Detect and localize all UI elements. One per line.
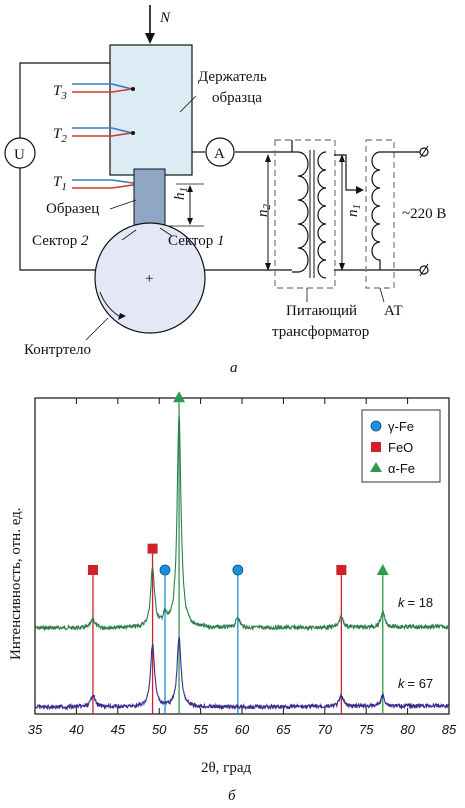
series-label-k67: k= 67 — [398, 676, 433, 691]
secondary-winding — [292, 151, 309, 273]
holder-label-1: Держатель — [198, 69, 267, 85]
holder-label-2: образца — [212, 90, 262, 106]
supply-voltage-label: ~220 В — [402, 206, 446, 222]
force-arrow-head — [145, 33, 155, 44]
t1-label: T1 — [53, 174, 67, 193]
caption-a: а — [230, 360, 238, 376]
phase-marker — [159, 564, 171, 576]
x-axis: 35 40 45 50 55 60 65 70 75 80 85 — [28, 398, 457, 737]
counterbody-label: Контртело — [24, 342, 91, 358]
h1-label: h1 — [172, 187, 190, 200]
wire-top-left — [19, 62, 110, 138]
ammeter-label: A — [214, 146, 225, 162]
series-line-k67 — [34, 636, 450, 711]
legend-alpha-fe-marker — [370, 462, 382, 472]
voltmeter-label: U — [14, 147, 25, 163]
at-winding — [371, 151, 381, 270]
legend-feo: FeO — [388, 440, 413, 455]
at-label: АТ — [384, 303, 403, 319]
thermocouple-t3 — [72, 83, 135, 93]
n1-label: n1 — [345, 204, 363, 217]
x-tick-label: 70 — [318, 722, 333, 737]
x-tick-label: 50 — [152, 722, 167, 737]
phase-marker — [87, 565, 98, 575]
holder-leader — [179, 95, 197, 113]
sample — [133, 168, 166, 228]
transformer-label-2: трансформатор — [272, 324, 369, 340]
caption-b: б — [228, 788, 236, 804]
sector2-label: Сектор 2 — [32, 233, 89, 249]
phase-marker — [173, 391, 186, 403]
thermocouple-t1 — [72, 179, 143, 189]
sample-holder — [109, 44, 193, 176]
legend: γ-Fe FeO α-Fe — [361, 409, 441, 483]
x-tick-label: 45 — [111, 722, 126, 737]
counterbody — [94, 222, 206, 334]
x-tick-label: 85 — [442, 722, 457, 737]
legend-gamma-fe: γ-Fe — [388, 419, 414, 434]
y-axis-label: Интенсивность, отн. ед. — [8, 507, 24, 660]
sector1-label: Сектор 1 — [168, 233, 225, 249]
phase-marker — [232, 564, 244, 576]
wire-ammeter-right — [235, 140, 293, 153]
phase-marker — [376, 564, 389, 575]
t2-label: T2 — [53, 126, 67, 145]
xrd-chart: 35 40 45 50 55 60 65 70 75 80 85 k= 18 k= 67 γ-Fe … — [8, 391, 457, 804]
x-tick-label: 60 — [235, 722, 250, 737]
x-tick-label: 40 — [69, 722, 84, 737]
phase-markers — [87, 391, 389, 714]
legend-alpha-fe: α-Fe — [388, 461, 415, 476]
force-label: N — [159, 10, 171, 26]
series-label-k18: k= 18 — [398, 595, 433, 610]
supply-transformer — [274, 139, 336, 289]
x-tick-label: 35 — [28, 722, 43, 737]
x-axis-label: 2θ, град — [201, 760, 251, 776]
transformer-label-1: Питающий — [286, 303, 357, 319]
schematic: N Держатель образца T3 T2 T1 — [4, 5, 446, 376]
counterbody-leader — [85, 317, 109, 341]
t3-label: T3 — [53, 83, 67, 102]
wire-bottom-left — [19, 168, 98, 271]
sample-label: Образец — [46, 201, 99, 217]
thermocouple-t2 — [72, 127, 135, 137]
legend-feo-marker — [371, 442, 381, 452]
phase-marker — [336, 565, 347, 575]
primary-winding — [317, 151, 327, 279]
counterbody-center: + — [145, 271, 153, 287]
legend-gamma-fe-marker — [370, 420, 382, 432]
x-tick-label: 55 — [193, 722, 208, 737]
sample-leader — [109, 199, 137, 210]
n2-label: n2 — [255, 204, 273, 218]
ammeter — [205, 137, 235, 167]
voltmeter — [4, 137, 36, 169]
phase-marker — [147, 543, 158, 554]
x-tick-label: 80 — [400, 722, 415, 737]
x-tick-label: 75 — [359, 722, 374, 737]
x-tick-label: 65 — [276, 722, 291, 737]
series-line-k18 — [34, 415, 450, 632]
